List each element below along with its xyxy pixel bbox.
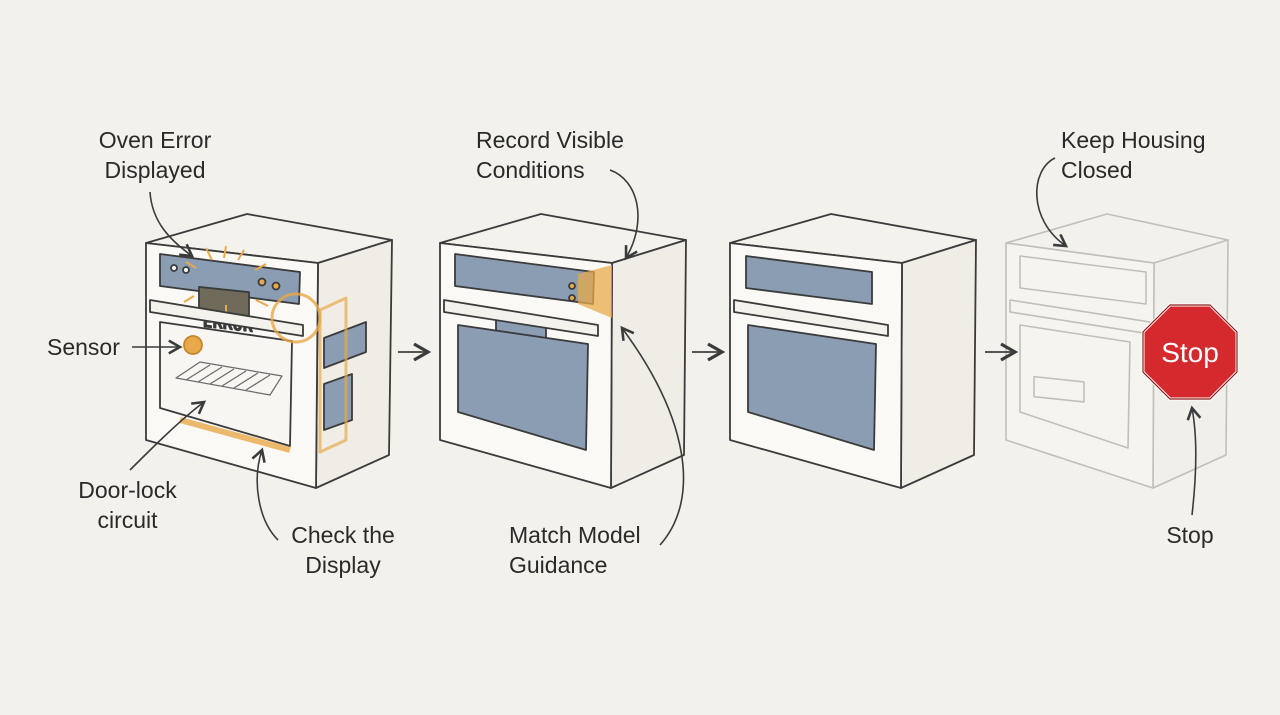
stop-sign-text: Stop <box>1161 337 1219 368</box>
record-highlight <box>578 265 612 318</box>
oven-3 <box>729 213 977 489</box>
label-record-visible-conditions: Record Visible Conditions <box>476 127 624 183</box>
label-check-the-display: Check the Display <box>291 522 395 578</box>
oven-2 <box>439 213 687 489</box>
label-match-model-guidance: Match Model Guidance <box>509 522 641 578</box>
label-stop: Stop <box>1166 522 1214 548</box>
label-door-lock-circuit: Door-lock circuit <box>78 477 177 533</box>
oven-1: ERROR <box>145 213 393 489</box>
stop-sign-icon: Stop <box>1141 303 1239 401</box>
door-lock-highlight <box>179 417 291 453</box>
callout-leaders <box>129 157 1202 546</box>
label-keep-housing-closed: Keep Housing Closed <box>1061 127 1206 183</box>
sensor-dot <box>183 335 203 355</box>
label-oven-error-displayed: Oven Error Displayed <box>98 127 212 183</box>
label-sensor: Sensor <box>47 334 120 360</box>
